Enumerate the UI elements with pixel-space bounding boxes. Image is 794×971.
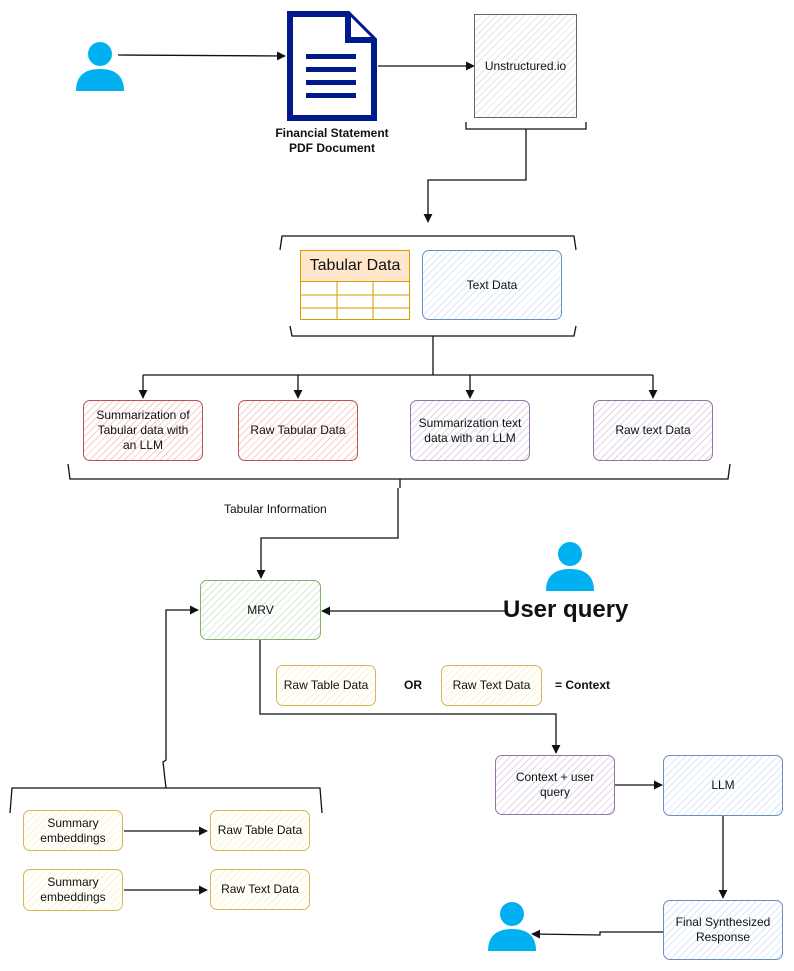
summary-embeddings-box-1: Summary embeddings [23,810,123,851]
edge-embeddings-mrv [162,605,199,789]
llm-box: LLM [663,755,783,816]
text-data-box: Text Data [422,250,562,320]
context-user-query-box: Context + user query [495,755,615,815]
tabular-information-label: Tabular Information [224,502,327,516]
edge-mrv-context [259,640,561,754]
document-icon [287,11,377,121]
user-icon [488,902,536,951]
final-response-box: Final Synthesized Response [663,900,783,960]
summarization-text-box: Summarization text data with an LLM [410,400,530,461]
user-icon [546,542,594,591]
tabular-data-header: Tabular Data [301,251,409,282]
raw-table-data-box: Raw Table Data [276,665,376,706]
brace-data-bottom [289,325,577,375]
or-label: OR [404,678,422,692]
edge-row-mrv [256,488,399,579]
unstructured-box: Unstructured.io [474,14,577,118]
edge-unstructured-data [423,140,527,223]
edge-final-user [531,929,663,939]
brace-row [67,463,731,488]
raw-text-data-box-2: Raw Text Data [210,869,310,910]
edge-user-document [117,51,286,61]
table-grid [301,282,409,320]
summarization-tabular-box: Summarization of Tabular data with an LL… [83,400,203,461]
raw-text-data-box: Raw Text Data [441,665,542,706]
brace-unstructured [465,122,587,140]
summary-embeddings-box-2: Summary embeddings [23,869,123,911]
raw-text-box: Raw text Data [593,400,713,461]
financial-statement-label: Financial Statement PDF Document [275,126,389,155]
raw-tabular-box: Raw Tabular Data [238,400,358,461]
mrv-box: MRV [200,580,321,640]
raw-table-data-box-2: Raw Table Data [210,810,310,851]
user-query-label: User query [503,596,629,623]
tabular-data-table: Tabular Data [300,250,410,320]
user-icon [76,42,124,91]
brace-data-top [279,235,577,251]
context-label: = Context [555,678,611,692]
